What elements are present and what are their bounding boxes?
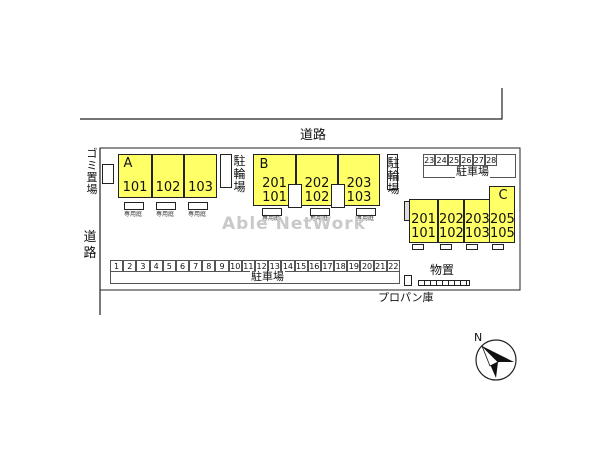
parking-stall-26: 26 bbox=[460, 154, 473, 166]
building-a-unit-101: 101 bbox=[118, 154, 152, 198]
building-c-step-3 bbox=[466, 244, 478, 250]
parking-stall-21: 21 bbox=[373, 260, 387, 272]
private-garden-a2 bbox=[156, 202, 176, 210]
parking-stall-20: 20 bbox=[360, 260, 374, 272]
building-c-unit-201-101: 201 101 bbox=[409, 199, 438, 243]
storage-label: 物置 bbox=[430, 263, 455, 277]
building-b-unit-203-103: 203 103 bbox=[338, 154, 380, 206]
road-top-label: 道路 bbox=[300, 128, 327, 143]
parking-stall-15: 15 bbox=[294, 260, 308, 272]
bike-parking-left bbox=[220, 154, 232, 188]
bike-parking-right-label: 駐輪場 bbox=[387, 156, 400, 196]
parking-stall-7: 7 bbox=[189, 260, 203, 272]
parking-right-label: 駐車場 bbox=[455, 165, 490, 178]
private-garden-b1 bbox=[262, 208, 282, 216]
parking-stall-14: 14 bbox=[281, 260, 295, 272]
road-top-edge bbox=[80, 88, 503, 120]
parking-stall-17: 17 bbox=[320, 260, 335, 272]
parking-stall-22: 22 bbox=[386, 260, 400, 272]
compass-north-label: N bbox=[474, 331, 483, 344]
parking-stall-24: 24 bbox=[435, 154, 448, 166]
bike-parking-left-label: 駐輪場 bbox=[233, 154, 246, 194]
parking-stall-27: 27 bbox=[472, 154, 485, 166]
parking-stall-4: 4 bbox=[149, 260, 163, 272]
watermark: Able NetWork bbox=[222, 214, 366, 234]
parking-stall-2: 2 bbox=[123, 260, 137, 272]
building-c-unit-202-102: 202 102 bbox=[438, 199, 464, 243]
building-c-unit-203-103: 203 103 bbox=[464, 199, 490, 243]
building-c-step-4 bbox=[492, 244, 504, 250]
parking-stall-9: 9 bbox=[215, 260, 229, 272]
parking-stall-16: 16 bbox=[307, 260, 321, 272]
building-a-label: A bbox=[123, 156, 133, 171]
private-garden-a1 bbox=[124, 202, 144, 210]
parking-stall-3: 3 bbox=[136, 260, 150, 272]
road-left-label: 道路 bbox=[83, 230, 97, 261]
building-b-stair-2 bbox=[331, 184, 345, 208]
parking-stall-6: 6 bbox=[175, 260, 190, 272]
parking-stall-10: 10 bbox=[228, 260, 242, 272]
trash-area bbox=[102, 164, 114, 184]
parking-stall-23: 23 bbox=[423, 154, 436, 166]
private-garden-a3 bbox=[188, 202, 208, 210]
parking-stall-8: 8 bbox=[202, 260, 216, 272]
north-arrow-icon bbox=[475, 339, 517, 381]
propane-label: プロパン庫 bbox=[378, 291, 434, 304]
building-a-unit-103: 103 bbox=[184, 154, 217, 198]
trash-area-label: ゴミ置場 bbox=[86, 147, 98, 196]
private-garden-b3 bbox=[356, 208, 376, 216]
building-c-unit-205-105: 205 105 bbox=[489, 186, 515, 243]
bike-parking-right bbox=[387, 154, 398, 190]
parking-stall-18: 18 bbox=[334, 260, 348, 272]
building-b-stair-1 bbox=[288, 184, 302, 208]
parking-stall-25: 25 bbox=[447, 154, 461, 166]
private-garden-b2 bbox=[310, 208, 330, 216]
parking-stall-11: 11 bbox=[241, 260, 255, 272]
parking-bottom-label: 駐車場 bbox=[250, 270, 285, 283]
building-c-step-2 bbox=[440, 244, 452, 250]
storage-shed bbox=[418, 280, 470, 286]
building-c-step-1 bbox=[412, 244, 424, 250]
parking-stall-1: 1 bbox=[110, 260, 124, 272]
building-c-label: C bbox=[498, 188, 508, 203]
building-a-unit-102: 102 bbox=[152, 154, 184, 198]
building-b-label: B bbox=[259, 157, 269, 172]
parking-stall-28: 28 bbox=[485, 154, 498, 166]
parking-stall-5: 5 bbox=[162, 260, 176, 272]
propane-storage bbox=[404, 275, 412, 286]
parking-stall-19: 19 bbox=[347, 260, 361, 272]
